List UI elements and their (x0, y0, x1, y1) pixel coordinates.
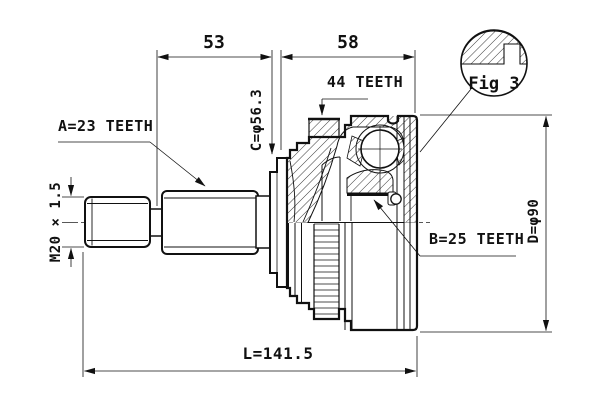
leader-a-arrow (149, 141, 206, 187)
label-thread: M20 × 1.5 (48, 182, 64, 262)
label-abs-teeth: 44 TEETH (327, 73, 403, 91)
label-spline-b: B=25 TEETH (429, 230, 524, 248)
label-dim-58: 58 (337, 32, 359, 53)
boot-seat-flange (269, 157, 288, 288)
spline-shaft (161, 190, 259, 255)
label-diameter-d: D=φ90 (526, 199, 542, 244)
shaft-step (255, 195, 272, 249)
label-length: L=141.5 (243, 344, 314, 363)
bell-mouth-curve (302, 147, 332, 223)
boot-groove-curve (289, 160, 296, 223)
label-spline-a: A=23 TEETH (58, 117, 153, 135)
circlip (390, 193, 402, 205)
abs-tone-ring (308, 117, 340, 319)
leader-b-arrow (373, 199, 421, 257)
thread-stub (84, 196, 151, 248)
label-fig3: Fig 3 (468, 74, 519, 94)
fig3-tooth-profile (460, 30, 528, 65)
stem-curve (321, 156, 341, 166)
drive-shaft (84, 157, 288, 288)
dimensions (58, 50, 552, 377)
fig3-detail (460, 29, 528, 97)
abs-ring-section-tooth (308, 118, 340, 138)
label-diameter-c: C=φ56.3 (249, 89, 265, 152)
labels: 53 58 44 TEETH Fig 3 A=23 TEETH C=φ56.3 … (48, 32, 542, 363)
fig3-leader (419, 88, 472, 153)
label-dim-53: 53 (203, 32, 225, 53)
inner-race (346, 169, 394, 194)
abs-ring-teeth-strip (313, 223, 340, 319)
joint-internals (321, 124, 405, 221)
housing-outline (285, 114, 419, 332)
